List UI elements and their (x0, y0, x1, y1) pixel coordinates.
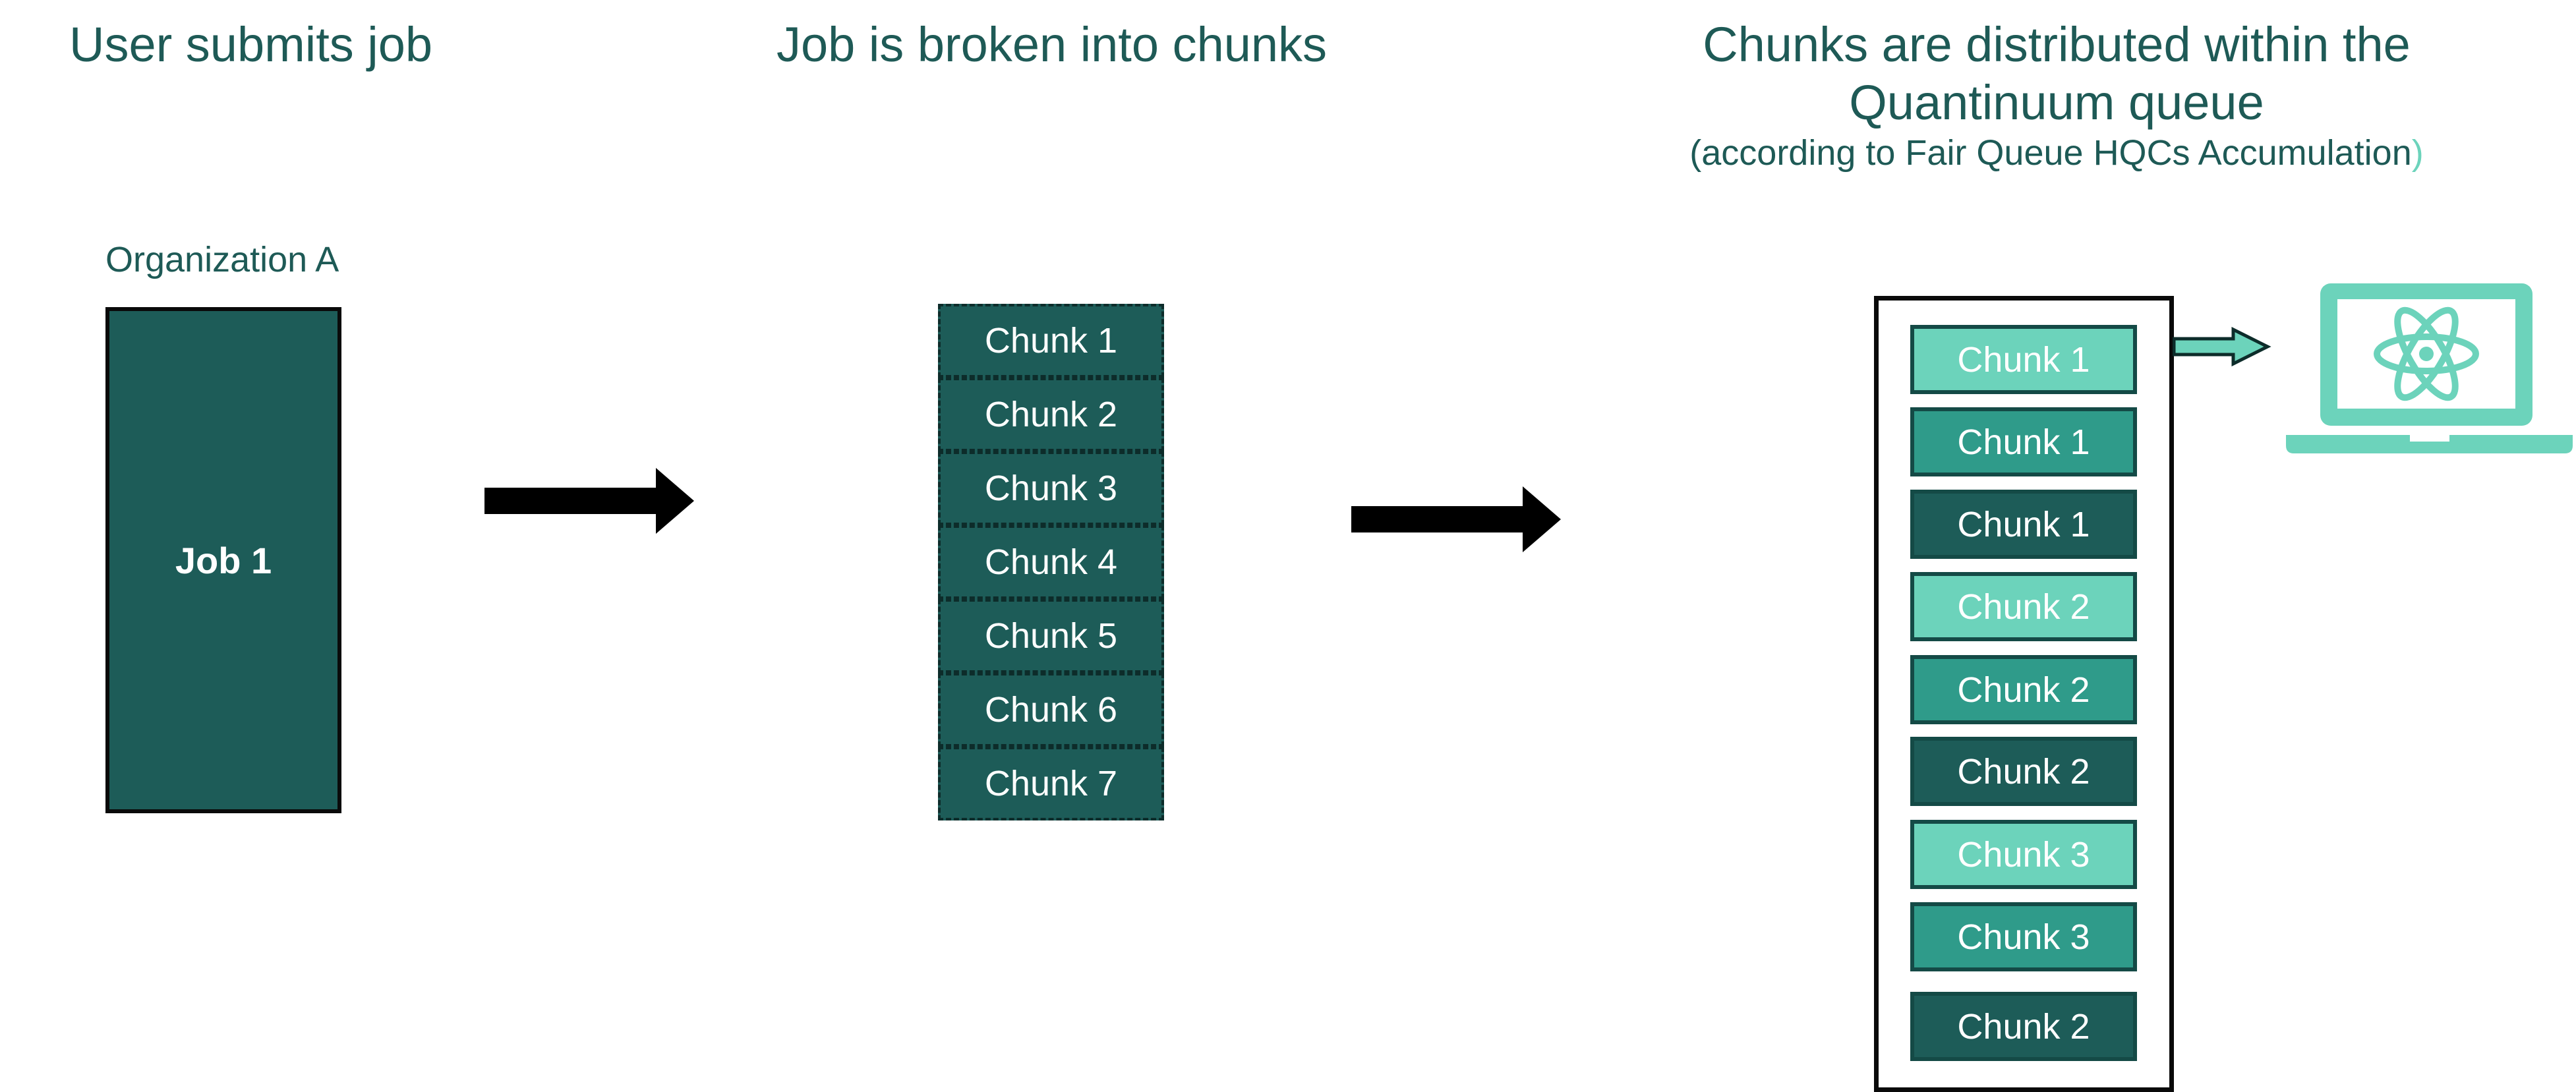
queue-chunk-item: Chunk 2 (1910, 992, 2137, 1061)
organization-label: Organization A (105, 240, 339, 279)
queue-chunk-item: Chunk 1 (1910, 325, 2137, 394)
queue-chunk-item: Chunk 3 (1910, 902, 2137, 971)
queue-chunk-item: Chunk 1 (1910, 490, 2137, 559)
chunk-item: Chunk 4 (938, 525, 1164, 599)
job-label: Job 1 (175, 539, 272, 581)
chunk-item: Chunk 7 (938, 747, 1164, 820)
chunk-item: Chunk 1 (938, 304, 1164, 378)
job-box: Job 1 (105, 307, 341, 813)
subheading-fair-queue: (according to Fair Queue HQCs Accumulati… (1529, 132, 2576, 174)
chunk-item: Chunk 5 (938, 599, 1164, 673)
subheading-fair-queue-close: ) (2411, 133, 2424, 173)
queue-chunk-item: Chunk 3 (1910, 820, 2137, 889)
queue-chunk-item: Chunk 2 (1910, 655, 2137, 724)
heading-user-submits-job: User submits job (69, 17, 433, 72)
subheading-fair-queue-text: (according to Fair Queue HQCs Accumulati… (1689, 133, 2412, 173)
heading-job-broken-into-chunks: Job is broken into chunks (776, 17, 1328, 72)
chunk-stack: Chunk 1 Chunk 2 Chunk 3 Chunk 4 Chunk 5 … (938, 304, 1164, 820)
chunk-item: Chunk 2 (938, 378, 1164, 451)
queue-chunk-item: Chunk 1 (1910, 407, 2137, 476)
arrow-right-icon (1351, 486, 1561, 552)
heading-chunks-distributed: Chunks are distributed within the Quanti… (1529, 16, 2576, 132)
arrow-to-computer-icon (2173, 327, 2271, 366)
chunk-item: Chunk 6 (938, 673, 1164, 747)
heading-chunks-distributed-line2: Quantinuum queue (1849, 75, 2264, 130)
queue-chunk-item: Chunk 2 (1910, 737, 2137, 806)
arrow-right-icon (484, 468, 694, 534)
heading-chunks-distributed-line1: Chunks are distributed within the (1703, 17, 2411, 72)
laptop-atom-icon (2286, 283, 2573, 453)
chunk-item: Chunk 3 (938, 451, 1164, 525)
queue-chunk-item: Chunk 2 (1910, 572, 2137, 641)
